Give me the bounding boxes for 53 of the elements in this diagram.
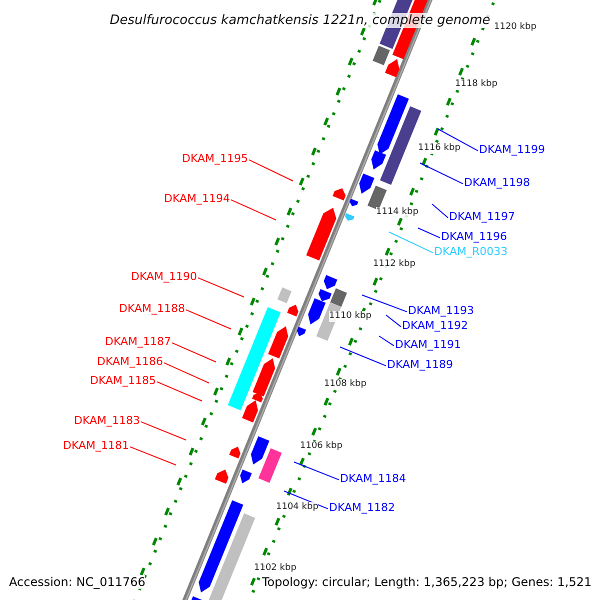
- leader-line: [420, 162, 464, 184]
- tick-label: 1112 kbp: [373, 259, 416, 270]
- gene-label: DKAM_1193: [408, 304, 474, 317]
- leader-line: [230, 199, 276, 220]
- leader-line: [284, 490, 328, 510]
- gene-label: DKAM_1188: [119, 302, 185, 315]
- gene-label: DKAM_1191: [395, 338, 461, 351]
- gene-label: DKAM_1199: [479, 143, 545, 156]
- gene-label: DKAM_1186: [97, 355, 163, 368]
- leader-line: [386, 314, 402, 328]
- leader-line: [362, 294, 408, 312]
- gene-label: DKAM_1183: [74, 414, 140, 427]
- gene-label: DKAM_1187: [105, 335, 171, 348]
- leader-line: [438, 128, 478, 152]
- leader-line: [378, 336, 394, 346]
- leader-line: [388, 232, 434, 254]
- leader-line: [172, 342, 216, 362]
- tick-label: 1120 kbp: [494, 22, 536, 33]
- tick-label: 1116 kbp: [418, 143, 460, 154]
- gene-label: DKAM_1189: [387, 358, 453, 371]
- gene-label: DKAM_R0033: [434, 245, 508, 258]
- gene-label: DKAM_1185: [90, 374, 156, 387]
- leader-line: [186, 309, 232, 330]
- leader-line: [156, 381, 202, 402]
- gene-label: DKAM_1194: [164, 192, 230, 205]
- tick-label: 1110 kbp: [329, 311, 372, 322]
- leader-line: [418, 228, 440, 238]
- gene-label: DKAM_1190: [131, 270, 197, 283]
- gene-label: DKAM_1184: [340, 472, 406, 485]
- leader-line: [198, 277, 244, 298]
- tick-label: 1114 kbp: [376, 207, 418, 218]
- tick-label: 1106 kbp: [300, 441, 342, 452]
- gene-label: DKAM_1195: [182, 152, 248, 165]
- tick-label: 1104 kbp: [276, 502, 318, 513]
- leader-line: [340, 346, 386, 366]
- footer-text: Topology: circular; Length: 1,365,223 bp; Genes: 1,521: [262, 575, 592, 589]
- gene-label: DKAM_1198: [464, 176, 530, 189]
- tick-label: 1108 kbp: [324, 379, 366, 390]
- footer-text: Accession: NC_011766: [9, 575, 146, 589]
- gene-label: DKAM_1197: [449, 210, 515, 223]
- gene-label: DKAM_1181: [63, 439, 129, 452]
- leader-line: [164, 362, 210, 384]
- gene-label: DKAM_1196: [441, 230, 507, 243]
- leader-line: [130, 446, 176, 466]
- gene-label: DKAM_1182: [329, 501, 395, 514]
- title: Desulfurococcus kamchatkensis 1221n, complete genome: [108, 13, 492, 28]
- gene-label: DKAM_1192: [402, 319, 468, 332]
- leader-line: [248, 159, 294, 182]
- tick-label: 1102 kbp: [254, 563, 296, 574]
- leader-line: [140, 421, 186, 440]
- leader-line: [294, 462, 340, 480]
- leader-line: [432, 204, 448, 218]
- tick-label: 1118 kbp: [455, 79, 498, 90]
